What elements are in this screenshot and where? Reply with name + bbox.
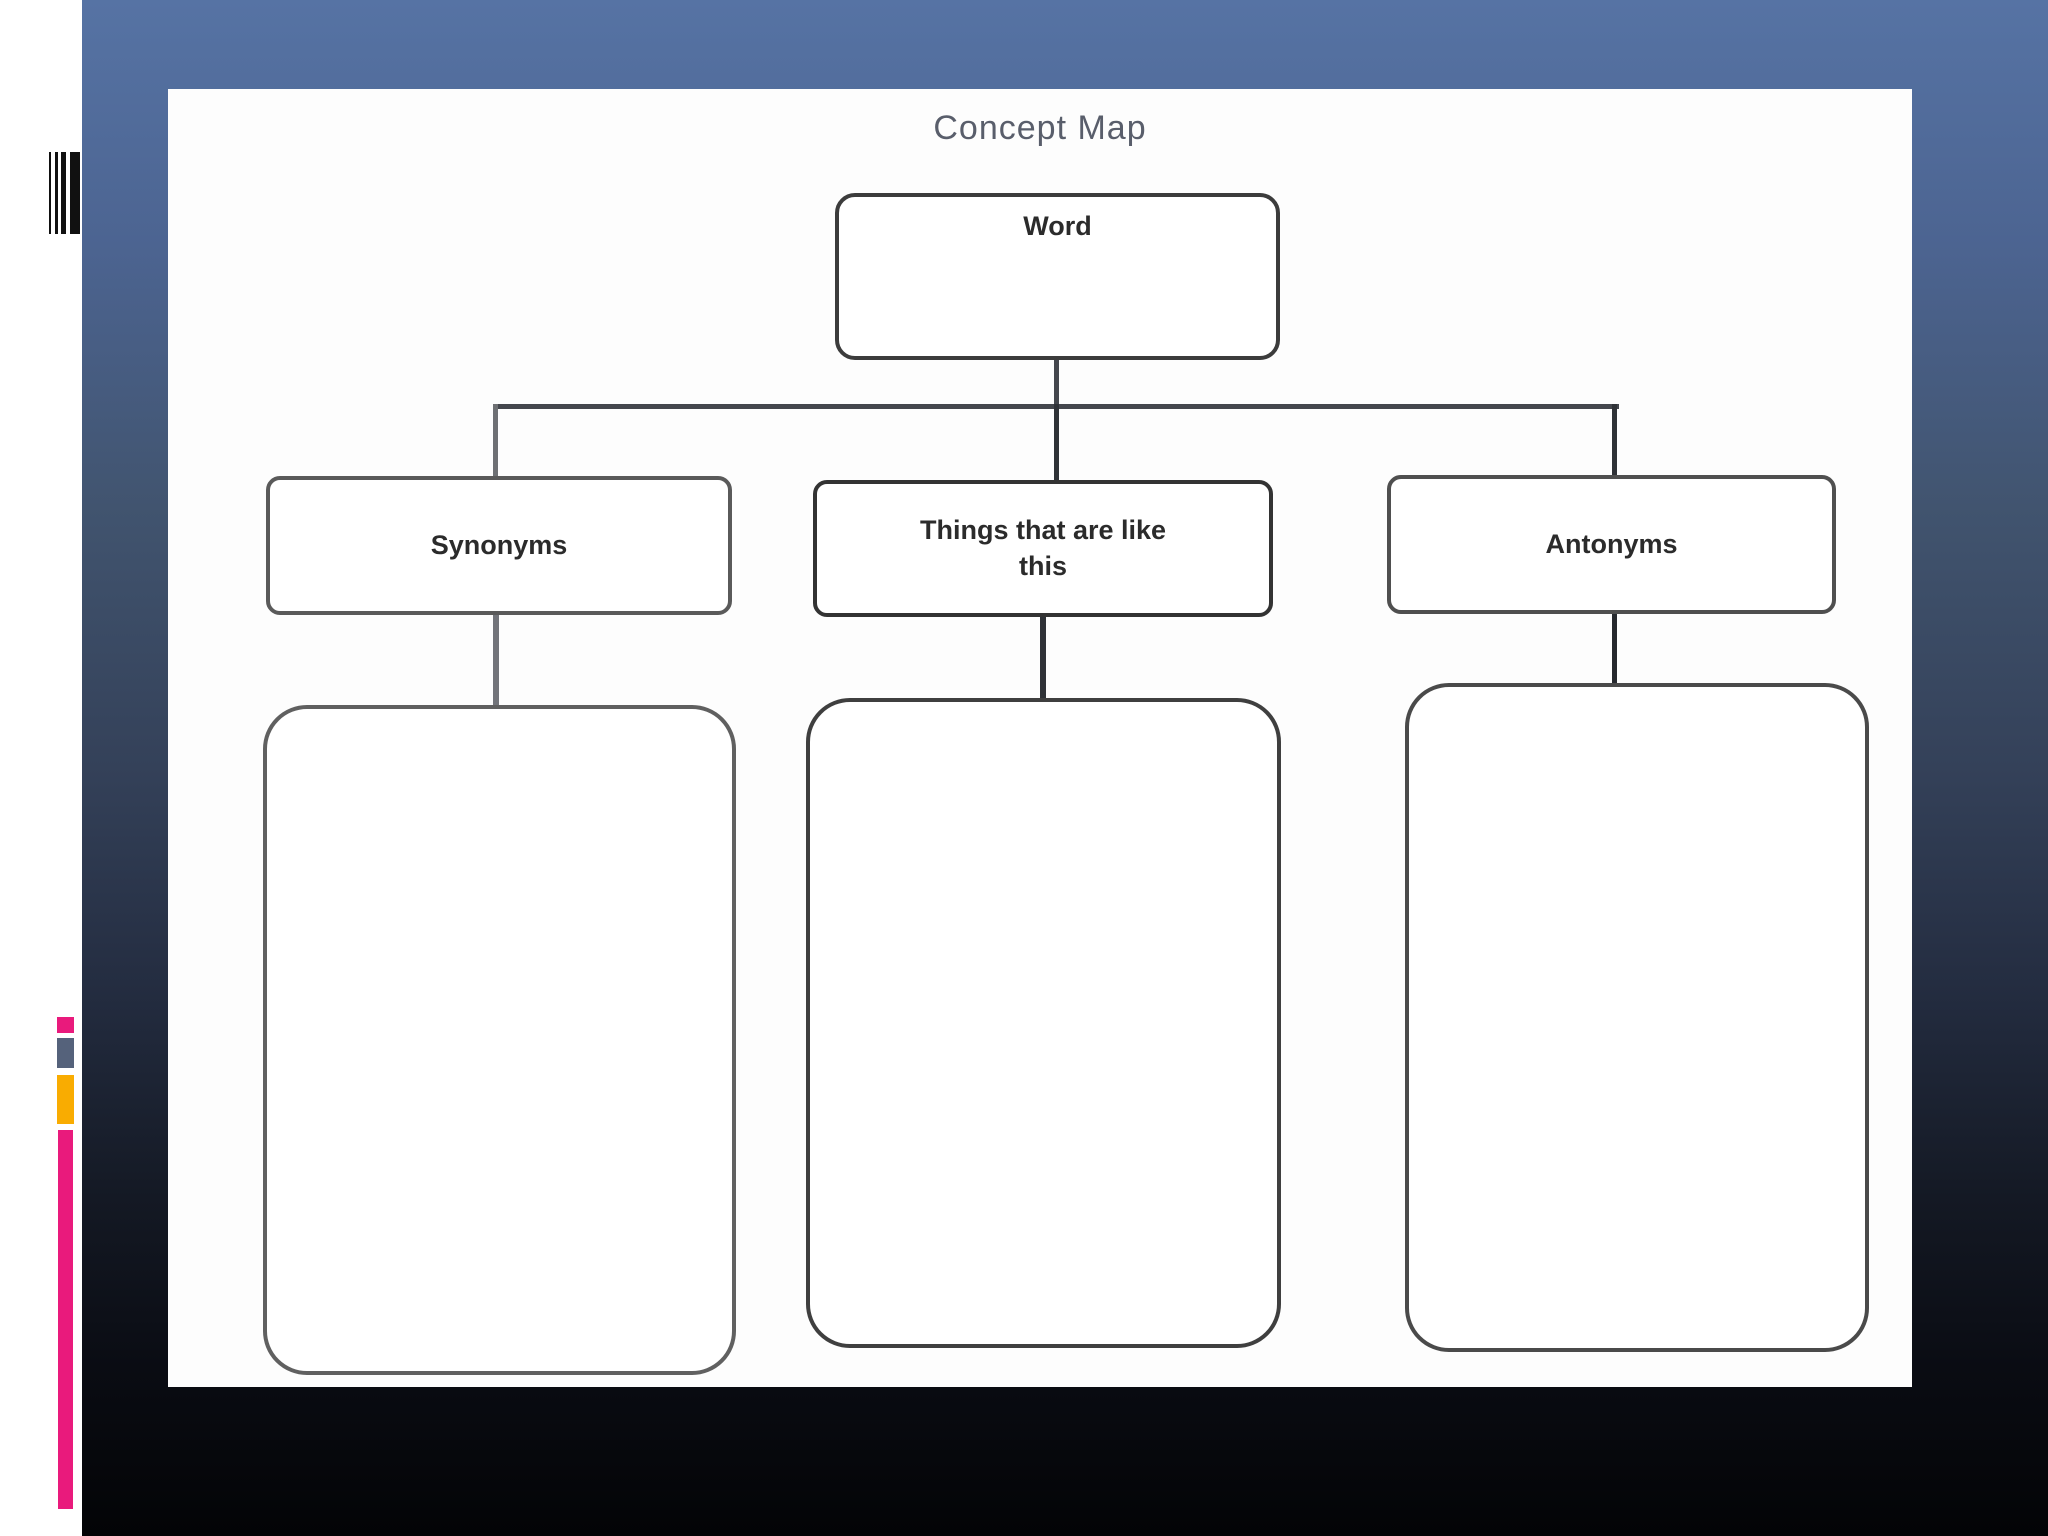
edge-things-to-notes [1040, 617, 1046, 701]
node-things-label: Things that are like this [919, 515, 1167, 581]
notes-box-things [806, 698, 1281, 1348]
accent-bar-pink-tall [58, 1130, 73, 1509]
edge-branch-to-antonyms [1612, 404, 1617, 477]
node-antonyms: Antonyms [1387, 475, 1836, 614]
barcode-bar [61, 152, 66, 234]
diagram-title: Concept Map [933, 109, 1147, 147]
edge-word-to-branch [1054, 360, 1059, 406]
edge-antonyms-to-notes [1612, 614, 1617, 685]
node-word: Word [835, 193, 1280, 360]
concept-map-sheet: Concept Map Word Synonyms Things that ar… [168, 89, 1912, 1387]
node-antonyms-label: Antonyms [1545, 528, 1678, 559]
node-synonyms: Synonyms [266, 476, 732, 615]
barcode-icon [49, 152, 80, 234]
accent-chip-slate [57, 1038, 74, 1068]
node-word-label: Word [1023, 211, 1092, 241]
node-synonyms-label: Synonyms [430, 529, 568, 560]
node-things-that-are-like-this: Things that are like this [813, 480, 1273, 617]
edge-branch-to-synonyms [493, 404, 498, 478]
edge-synonyms-to-notes [493, 615, 499, 707]
notes-box-antonyms [1405, 683, 1869, 1352]
edge-branch-to-things [1054, 404, 1059, 484]
accent-chip-orange [57, 1075, 74, 1124]
barcode-bar [49, 152, 51, 234]
notes-box-synonyms [263, 705, 736, 1375]
accent-chip-pink-small [57, 1017, 74, 1033]
barcode-bar [55, 152, 58, 234]
barcode-bar [70, 152, 80, 234]
